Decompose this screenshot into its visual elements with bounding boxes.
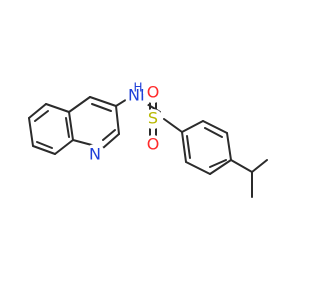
bond-quinoline-c5-c6: [32, 145, 56, 155]
chemical-structure-diagram: NH H N S O O: [28, 81, 268, 198]
sulfur-atom-label: S: [148, 109, 158, 128]
bond-benzene-inner-3: [186, 135, 191, 159]
bond-quinoline-c1-c2: [28, 103, 47, 119]
ring-nitrogen-label: N: [89, 145, 101, 164]
nh-hydrogen-label: H: [133, 81, 142, 95]
bond-benzene-c1-c2: [181, 120, 204, 133]
sulfur-label-background: [143, 109, 163, 129]
bond-isopropyl-methyl-1: [251, 159, 268, 173]
bond-layer: [28, 95, 268, 198]
bond-quinoline-inner-2: [65, 117, 70, 138]
bond-benzene-c2-c3: [202, 120, 228, 134]
bond-quinoline-inner-3: [36, 141, 53, 149]
ring-nitrogen-background: [84, 144, 106, 166]
bond-quinoline-c3-c7: [68, 96, 91, 113]
bond-quinoline-c9-n: [102, 133, 120, 149]
bond-quinoline-inner-4: [91, 103, 112, 112]
bond-quinoline-inner-5: [102, 129, 116, 141]
bond-quinoline-c3-c4: [68, 111, 74, 141]
bond-benzene-c4-c5: [209, 159, 232, 175]
bond-benzene-c6-c1: [181, 131, 187, 163]
oxygen-bottom-background: [143, 135, 163, 155]
bond-quinoline-c2-c3: [45, 103, 70, 113]
bond-quinoline-c8-c9: [115, 105, 120, 135]
atom-layer: NH H N S O O: [84, 81, 163, 166]
bond-s-ring: [163, 118, 183, 133]
oxygen-top-background: [143, 83, 163, 103]
oxygen-top-label: O: [147, 83, 160, 102]
bond-benzene-inner-1: [204, 127, 223, 138]
bond-quinoline-c7-c8: [89, 96, 117, 107]
bond-benzene-inner-2: [209, 159, 227, 168]
bond-benzene-isopropyl: [230, 159, 253, 173]
bond-benzene-c5-c6: [185, 161, 211, 175]
bond-quinoline-c4-c5: [54, 139, 74, 155]
molecule-canvas: NH H N S O O: [28, 80, 268, 198]
oxygen-bottom-label: O: [147, 135, 160, 154]
bond-quinoline-inner-1: [34, 110, 49, 122]
bond-benzene-c3-c4: [226, 132, 232, 161]
bond-quinoline-c6-c1: [28, 117, 34, 147]
